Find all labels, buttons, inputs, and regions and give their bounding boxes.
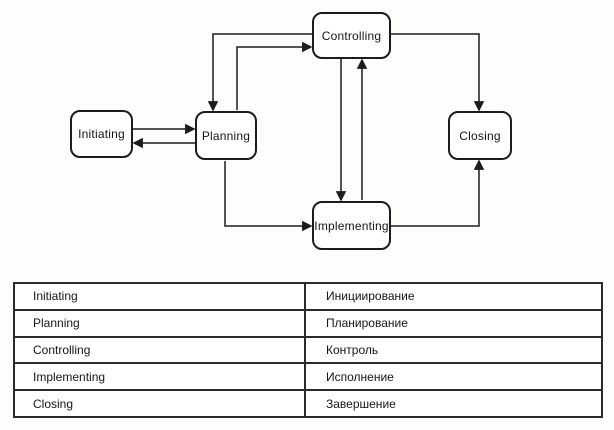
table-row: Initiating Инициирование	[15, 284, 601, 309]
node-planning: Planning	[195, 111, 257, 160]
table-cell-en: Controlling	[33, 342, 91, 357]
arrow-controlling-to-planning	[207, 33, 312, 112]
translation-table: Initiating Инициирование Planning Планир…	[13, 282, 603, 418]
table-cell-en: Closing	[33, 396, 74, 411]
table-cell-en: Planning	[33, 316, 80, 331]
arrow-planning-to-implementing	[224, 161, 313, 232]
node-controlling: Controlling	[312, 12, 391, 59]
arrow-implementing-to-closing	[391, 159, 485, 227]
node-implementing-label: Implementing	[314, 218, 389, 233]
node-closing: Closing	[448, 111, 512, 160]
arrow-controlling-to-closing	[391, 33, 485, 112]
table-cell-ru: Инициирование	[304, 284, 601, 309]
table-cell-en: Initiating	[33, 289, 78, 304]
table-cell-ru: Исполнение	[304, 364, 601, 390]
node-initiating: Initiating	[70, 110, 133, 158]
table-row: Controlling Контроль	[15, 335, 601, 363]
node-controlling-label: Controlling	[321, 28, 382, 43]
node-planning-label: Planning	[201, 128, 251, 143]
table-cell-ru: Завершение	[304, 391, 601, 416]
table-row: Planning Планирование	[15, 308, 601, 336]
node-initiating-label: Initiating	[78, 127, 125, 141]
node-implementing: Implementing	[312, 201, 391, 250]
table-cell-en: Implementing	[33, 369, 106, 384]
table-cell-ru: Контроль	[304, 337, 601, 363]
arrow-planning-to-controlling	[236, 41, 313, 110]
node-closing-label: Closing	[459, 128, 501, 143]
table-cell-ru: Планирование	[304, 310, 601, 336]
table-row: Closing Завершение	[15, 389, 601, 416]
table-row: Implementing Исполнение	[15, 362, 601, 390]
